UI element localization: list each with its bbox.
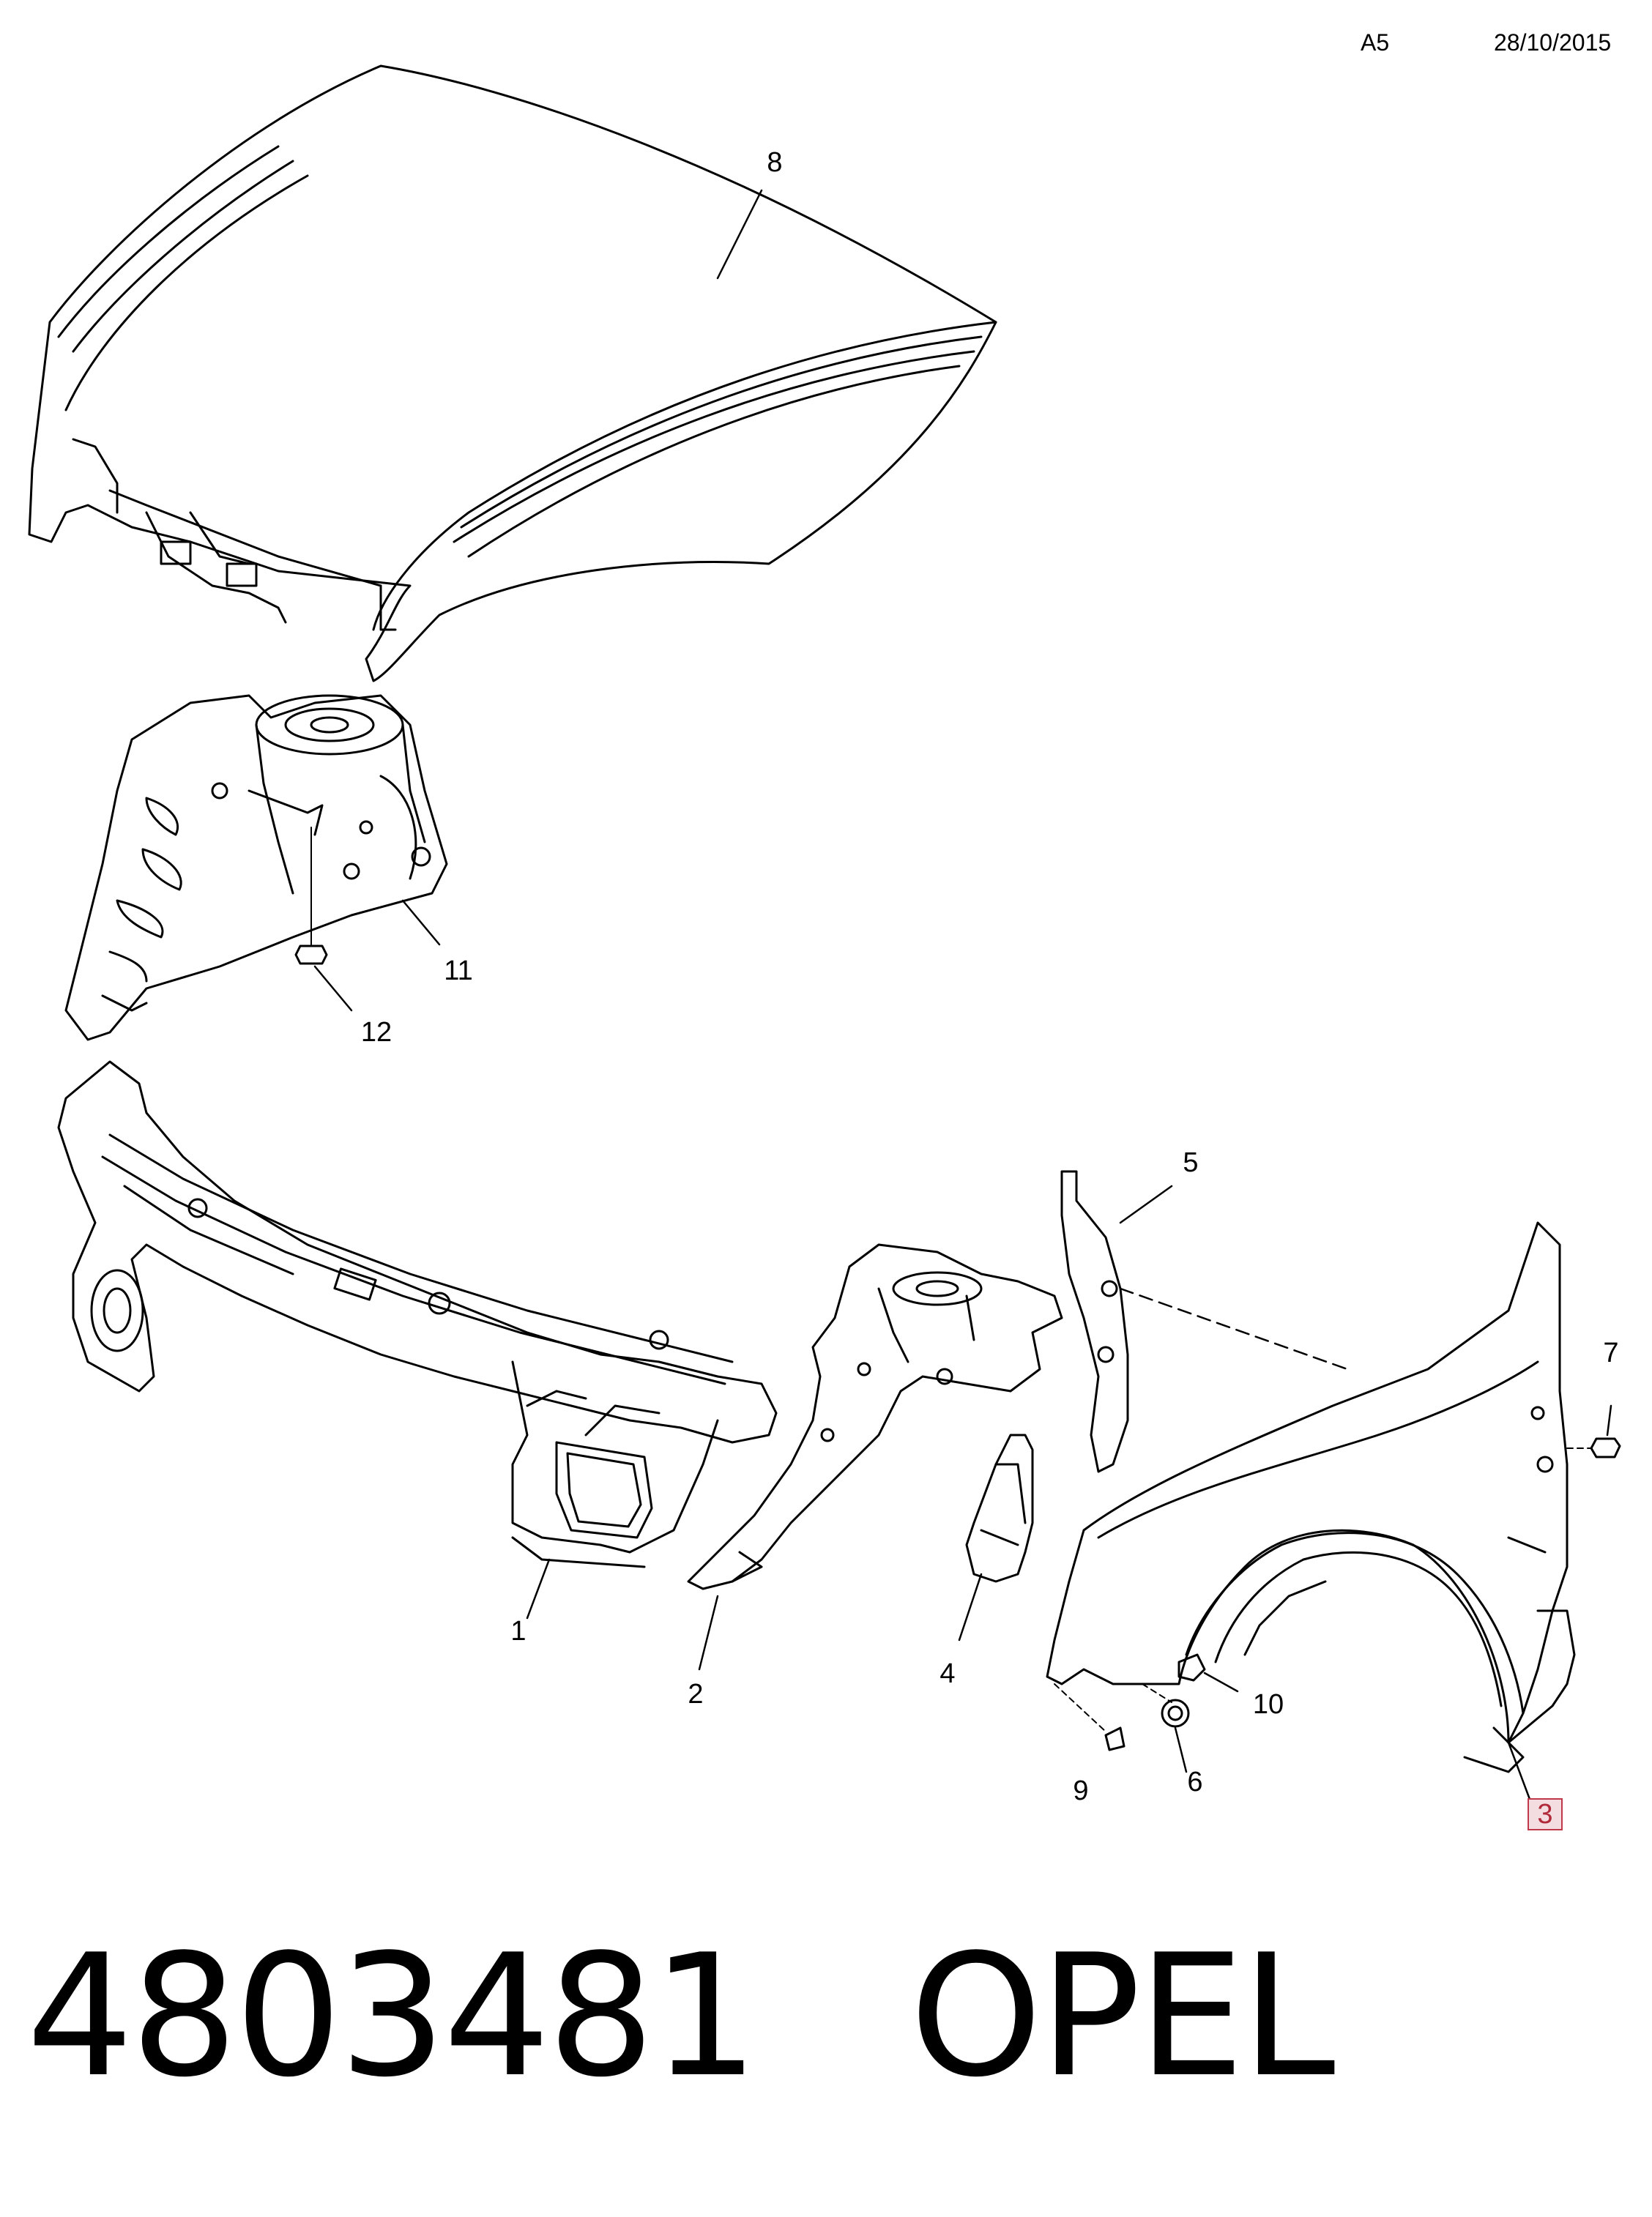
callout-2: 2: [688, 1679, 704, 1710]
callout-8: 8: [767, 147, 783, 178]
callout-7: 7: [1603, 1338, 1619, 1368]
callout-6: 6: [1187, 1767, 1203, 1797]
hood-panel: [28, 64, 997, 682]
callout-4: 4: [940, 1658, 956, 1689]
small-bracket: [1054, 1683, 1125, 1751]
bolt-fastener: [1566, 1404, 1621, 1458]
callout-11: 11: [444, 955, 473, 986]
grommet-fastener: [1142, 1683, 1190, 1773]
inner-wing-apron: [687, 1243, 1063, 1671]
callout-3-highlighted: 3: [1528, 1798, 1563, 1830]
part-reference: 4803481 OPEL: [26, 1919, 1336, 2114]
upper-fender-bracket: [1060, 1170, 1349, 1473]
brand-name: OPEL: [909, 1919, 1335, 2114]
part-number: 4803481: [26, 1919, 759, 2114]
callout-5: 5: [1183, 1147, 1199, 1178]
front-fender: [1046, 1221, 1576, 1803]
callout-9: 9: [1073, 1776, 1089, 1806]
nut-fastener: [294, 944, 353, 1012]
fender-bracket: [958, 1434, 1034, 1642]
callout-12: 12: [360, 1017, 392, 1048]
sheet-code: A5: [1361, 29, 1390, 56]
sheet-date: 28/10/2015: [1494, 29, 1612, 56]
callout-10: 10: [1252, 1689, 1284, 1720]
front-end-panel: [57, 1060, 778, 1620]
callout-1: 1: [510, 1616, 527, 1647]
strut-tower-panel: [64, 694, 448, 1041]
clip-fastener: [1177, 1653, 1239, 1693]
